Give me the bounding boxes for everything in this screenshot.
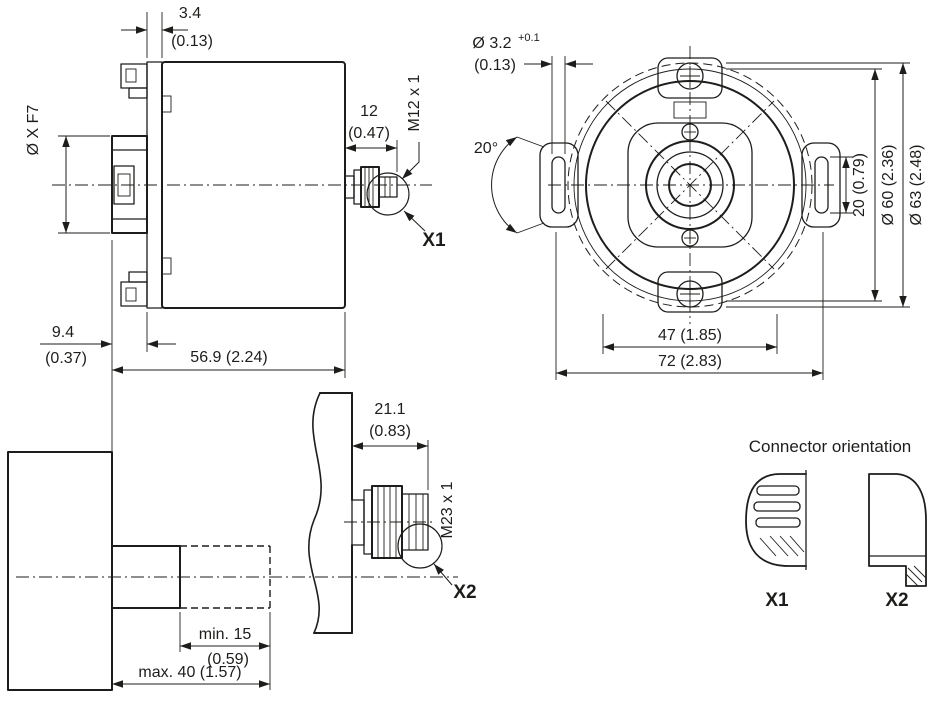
hub-and-plate (627, 101, 753, 248)
x1-highlight-circle (366, 172, 410, 216)
connector-orientation-title: Connector orientation (749, 437, 912, 456)
connector-orientation-legend: Connector orientation X1 X2 (745, 437, 927, 611)
dim-3-4-in: (0.13) (171, 33, 213, 50)
dim-12-mm: 12 (360, 103, 378, 120)
break-line (308, 392, 322, 634)
dim-9-4-in: (0.37) (45, 350, 87, 367)
x2-highlight-circle (397, 523, 443, 569)
dim-3-4: 3.4 (0.13) (121, 5, 213, 58)
dim-angle-20deg: 20° (474, 136, 545, 234)
side-view: 3.4 (0.13) Ø X F7 12 (0.47) M12 x 1 X1 (25, 5, 446, 452)
mounting-clamp-top (120, 63, 148, 99)
screw-icon (676, 280, 704, 308)
dim-12: 12 (0.47) (344, 103, 398, 172)
shaft-bore (668, 163, 712, 207)
thread-m23-label: M23 x 1 (439, 481, 456, 538)
angle-20deg: 20° (474, 140, 498, 157)
dim-20-label: 20 (0.79) (851, 153, 868, 217)
connector-x2-icon (868, 473, 927, 587)
legend-x2-label: X2 (885, 590, 908, 611)
shaft-flange (111, 135, 148, 234)
mounting-lug-bottom (657, 271, 723, 313)
x1-callout: X1 (422, 230, 446, 251)
dim-hole-3-2: Ø 3.2 +0.1 (0.13) (472, 32, 593, 154)
dim-d63-label: Ø 63 (2.48) (908, 145, 925, 226)
dim-min-15-in: (0.59) (207, 651, 249, 668)
clamp-ear-left (539, 142, 579, 228)
thread-m12: M12 x 1 (401, 74, 423, 180)
customer-flange-block (7, 451, 113, 691)
screw-icon (676, 62, 704, 90)
shaft (111, 545, 181, 609)
dim-9-4: 9.4 (0.37) (40, 312, 176, 367)
dim-21-1-in: (0.83) (369, 423, 411, 440)
dim-72: 72 (2.83) (555, 232, 824, 380)
connector-x1-icon (745, 470, 807, 570)
dim-12-in: (0.47) (348, 125, 390, 142)
dim-47-label: 47 (1.85) (658, 327, 722, 344)
slot-right (814, 156, 829, 214)
mounting-lug-top (657, 57, 723, 99)
dim-20: 20 (0.79) (830, 153, 868, 217)
dim-3-4-mm: 3.4 (179, 5, 201, 22)
dim-max-40-label: max. 40 (1.57) (138, 664, 241, 681)
dim-d60: Ø 60 (2.36) (726, 68, 897, 302)
dim-56-9: 56.9 (2.24) (111, 240, 346, 452)
dim-72-label: 72 (2.83) (658, 353, 722, 370)
connector-m12 (344, 166, 410, 216)
dim-hole-tolerance: +0.1 (518, 32, 540, 44)
mounting-clamp-bottom (120, 271, 148, 307)
dim-9-4-mm: 9.4 (52, 324, 74, 341)
legend-x1-label: X1 (765, 590, 789, 611)
callout-x2: X2 (433, 563, 477, 603)
shaft-mounting-view: 21.1 (0.83) M23 x 1 X2 min. 15 (0.59) ma… (7, 392, 477, 691)
front-view: Ø 3.2 +0.1 (0.13) 20° 20 (0.79) Ø 60 (2.… (472, 32, 925, 380)
dim-min-15-mm: min. 15 (199, 626, 252, 643)
dim-d63: Ø 63 (2.48) (726, 62, 925, 308)
dim-47: 47 (1.85) (602, 314, 778, 354)
dim-min-15: min. 15 (0.59) (179, 612, 271, 690)
dim-d60-label: Ø 60 (2.36) (880, 145, 897, 226)
shaft-hidden-extension (180, 545, 271, 609)
center-lines (548, 46, 834, 324)
dim-21-1: 21.1 (0.83) (351, 401, 429, 490)
thread-m12-label: M12 x 1 (406, 74, 423, 131)
callout-x1: X1 (403, 210, 446, 251)
dim-56-9-label: 56.9 (2.24) (190, 349, 267, 366)
connector-m23 (344, 485, 443, 569)
dim-hole-in: (0.13) (474, 57, 516, 74)
slot-left (551, 156, 566, 214)
dim-hole-mm: Ø 3.2 (472, 35, 511, 52)
clamp-ear-right (801, 142, 841, 228)
dim-shaft-fit: Ø X F7 (25, 105, 110, 234)
encoder-body-broken (308, 392, 353, 634)
x2-callout: X2 (453, 582, 476, 603)
dim-max-40: max. 40 (1.57) (112, 664, 270, 688)
shaft-fit-label: Ø X F7 (25, 105, 42, 156)
dim-21-1-mm: 21.1 (374, 401, 405, 418)
